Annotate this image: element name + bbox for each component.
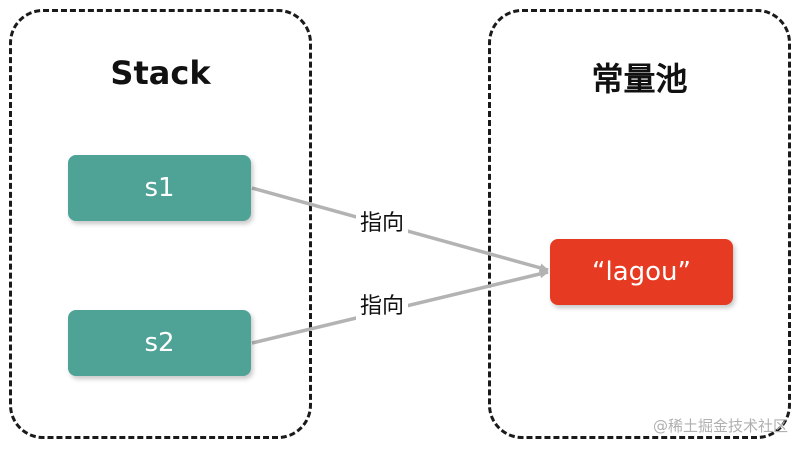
constant-pool-panel: 常量池 xyxy=(488,9,791,439)
string-value-box: “lagou” xyxy=(550,239,733,305)
reference-label-s1: s1 xyxy=(144,173,175,203)
watermark: @稀土掘金技术社区 xyxy=(652,417,788,435)
edge-label-s2: 指向 xyxy=(356,293,409,321)
edge-label-s1: 指向 xyxy=(356,210,409,238)
reference-label-s2: s2 xyxy=(144,328,175,358)
reference-box-s2: s2 xyxy=(68,310,251,376)
stack-title: Stack xyxy=(110,54,211,92)
constant-pool-title: 常量池 xyxy=(591,60,688,98)
reference-box-s1: s1 xyxy=(68,155,251,221)
string-value-label: “lagou” xyxy=(592,257,691,287)
stack-panel: Stack xyxy=(9,9,312,439)
